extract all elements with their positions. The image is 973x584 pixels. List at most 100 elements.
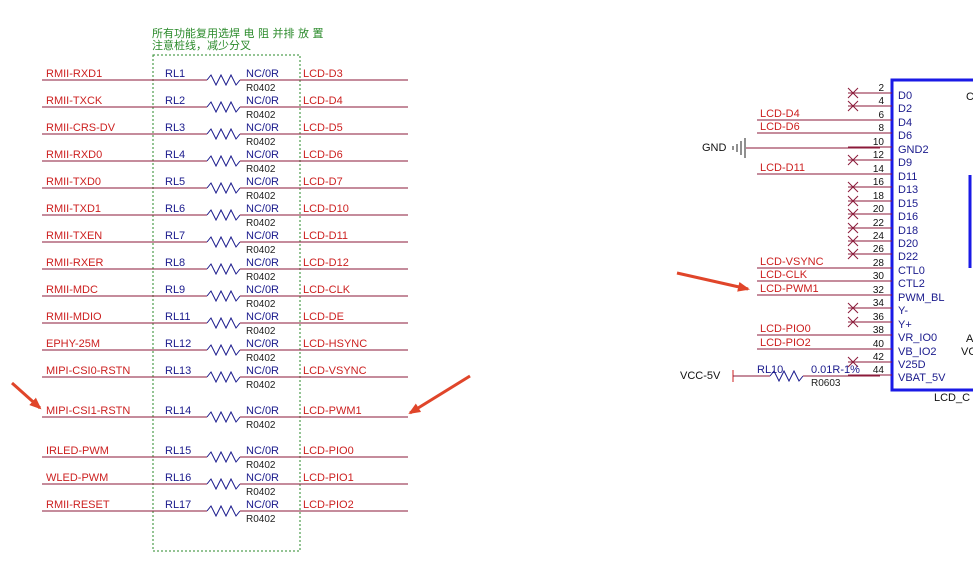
- net-label-left: RMII-RXD1: [46, 68, 102, 80]
- no-connect-x-icon: [847, 235, 859, 247]
- resistor-ref: RL12: [165, 338, 191, 350]
- resistor-package: R0402: [246, 245, 276, 256]
- vcc-label: VCC-5V: [680, 370, 721, 382]
- vcc-resistor-package: R0603: [811, 378, 841, 389]
- pin-name: V25D: [898, 359, 926, 371]
- connector-pin: 34Y-: [847, 298, 908, 317]
- resistor-value: NC/0R: [246, 472, 279, 484]
- no-connect-x-icon: [847, 87, 859, 99]
- resistor-package: R0402: [246, 191, 276, 202]
- net-label-right: LCD-D5: [303, 122, 343, 134]
- vcc-resistor-ref: RL10: [757, 364, 783, 376]
- vcc-supply: VCC-5V RL10 0.01R-1% R0603: [680, 364, 880, 389]
- resistor-package: R0402: [246, 218, 276, 229]
- resistor-package: R0402: [246, 272, 276, 283]
- resistor-symbol: [206, 127, 241, 141]
- resistor-symbol: [206, 504, 241, 518]
- resistor-ref: RL5: [165, 176, 185, 188]
- pin-name: D2: [898, 103, 912, 115]
- net-label-right: LCD-D10: [303, 203, 349, 215]
- no-connect-x-icon: [847, 154, 859, 166]
- net-label-left: RMII-TXEN: [46, 230, 102, 242]
- resistor-value: NC/0R: [246, 405, 279, 417]
- net-label-left: RMII-MDC: [46, 284, 98, 296]
- net-label-right: LCD-PIO0: [303, 445, 354, 457]
- pin-net-label: LCD-PIO2: [760, 337, 811, 349]
- pin-name: D20: [898, 238, 918, 250]
- net-label-right: LCD-VSYNC: [303, 365, 367, 377]
- resistor-package: R0402: [246, 460, 276, 471]
- net-label-left: RMII-TXD1: [46, 203, 101, 215]
- design-note-line2: 注意桩线，减少分叉: [152, 38, 251, 52]
- resistor-package: R0402: [246, 380, 276, 391]
- resistor-ref: RL1: [165, 68, 185, 80]
- pin-number: 20: [873, 204, 885, 215]
- resistor-symbol: [206, 450, 241, 464]
- no-connect-x-icon: [847, 302, 859, 314]
- resistor-ref: RL3: [165, 122, 185, 134]
- resistor-ref: RL15: [165, 445, 191, 457]
- resistor-group-box: [152, 54, 301, 552]
- net-label-left: MIPI-CSI1-RSTN: [46, 405, 130, 417]
- net-label-right: LCD-DE: [303, 311, 344, 323]
- pin-number: 44: [873, 365, 885, 376]
- resistor-symbol: [206, 410, 241, 424]
- pin-number: 26: [873, 244, 885, 255]
- pin-number: 12: [873, 150, 885, 161]
- resistor-symbol: [206, 73, 241, 87]
- pin-number: 18: [873, 191, 885, 202]
- gnd-symbol: GND: [702, 138, 880, 158]
- connector-body: [890, 78, 973, 392]
- pin-number: 34: [873, 298, 885, 309]
- net-label-left: RMII-MDIO: [46, 311, 102, 323]
- pin-number: 42: [873, 352, 885, 363]
- pin-number: 16: [873, 177, 885, 188]
- net-label-right: LCD-PWM1: [303, 405, 362, 417]
- net-label-left: RMII-RXD0: [46, 149, 102, 161]
- resistor-symbol: [206, 262, 241, 276]
- no-connect-x-icon: [847, 222, 859, 234]
- pin-number: 24: [873, 231, 885, 242]
- net-label-right: LCD-D6: [303, 149, 343, 161]
- pin-number: 10: [873, 137, 885, 148]
- pin-net-label: LCD-VSYNC: [760, 256, 824, 268]
- net-label-right: LCD-PIO1: [303, 472, 354, 484]
- pin-name: D9: [898, 157, 912, 169]
- resistor-value: NC/0R: [246, 122, 279, 134]
- vcc-resistor-value: 0.01R-1%: [811, 364, 860, 376]
- resistor-value: NC/0R: [246, 68, 279, 80]
- no-connect-x-icon: [847, 195, 859, 207]
- pin-number: 8: [878, 123, 884, 134]
- resistor-ref: RL13: [165, 365, 191, 377]
- pin-name: D18: [898, 225, 918, 237]
- pin-name: VR_IO0: [898, 332, 937, 344]
- resistor-value: NC/0R: [246, 230, 279, 242]
- connector-pin: 2D0: [847, 83, 912, 102]
- connector-part-label: LCD_C: [934, 392, 970, 404]
- resistor-value: NC/0R: [246, 149, 279, 161]
- pin-number: 4: [878, 96, 884, 107]
- resistor-package: R0402: [246, 137, 276, 148]
- net-label-right: LCD-D4: [303, 95, 343, 107]
- connector-pin: 36Y+: [847, 312, 912, 331]
- connector-edge-label-c: C: [966, 91, 973, 103]
- pin-number: 14: [873, 164, 885, 175]
- resistor-symbol: [206, 181, 241, 195]
- resistor-symbol: [206, 477, 241, 491]
- highlight-arrow-left: [11, 381, 42, 410]
- connector-edge-label-vc: VC: [961, 346, 973, 358]
